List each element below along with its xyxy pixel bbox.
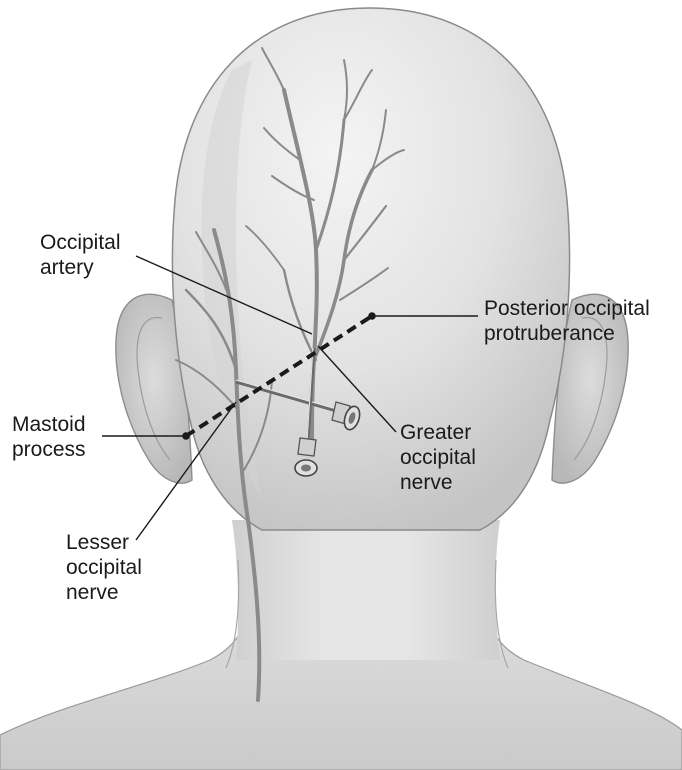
label-lesser-occipital-nerve: Lesser occipital nerve (66, 530, 142, 605)
label-greater-occipital-nerve: Greater occipital nerve (400, 420, 476, 495)
neck (232, 520, 500, 660)
label-posterior-occipital-protuberance: Posterior occipital protruberance (484, 296, 650, 346)
label-occipital-artery: Occipital artery (40, 230, 121, 280)
label-mastoid-process: Mastoid process (12, 412, 86, 462)
